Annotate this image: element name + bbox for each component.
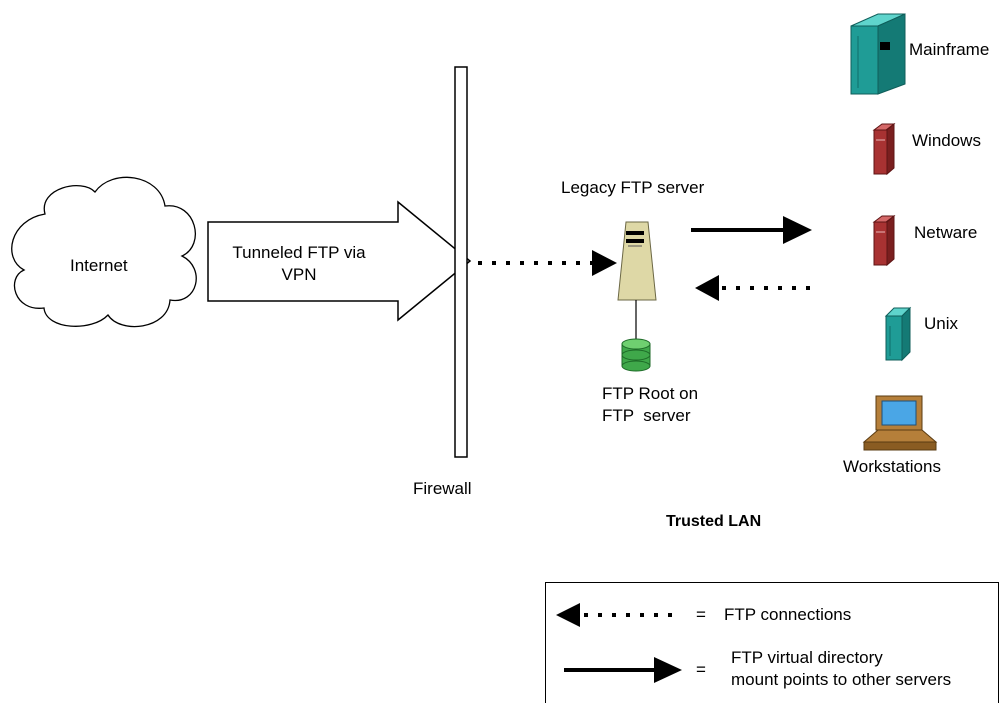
tunnel-label: Tunneled FTP via VPN [224, 242, 374, 286]
unix-label: Unix [924, 314, 959, 333]
legend-mount-line2: mount points to other servers [731, 670, 952, 689]
return-arrowhead [695, 275, 719, 301]
windows-label: Windows [912, 131, 981, 150]
legend-dotted-arrowhead [556, 603, 580, 627]
server-tower-icon [617, 221, 657, 301]
ftp-root-line1: FTP Root on [602, 384, 699, 403]
legend-solid-arrowhead [654, 657, 682, 683]
tunnel-arrow-shape [207, 200, 472, 322]
disk-stack-icon [621, 338, 651, 372]
legend-equals-2: = [696, 660, 706, 679]
firewall-label: Firewall [413, 479, 472, 498]
legend-symbols [556, 603, 682, 683]
mainframe-label: Mainframe [909, 40, 990, 59]
vpn-to-server-arrowhead [592, 250, 617, 276]
ftp-root-label: FTP Root on FTP server [602, 383, 698, 427]
tunnel-label-line2: VPN [281, 265, 317, 284]
legend-connections-label: FTP connections [724, 605, 852, 624]
legend-equals-1: = [696, 605, 706, 624]
legend-mount-label: FTP virtual directory mount points to ot… [731, 647, 951, 691]
unix-server-icon [884, 306, 912, 362]
mount-arrowhead [783, 216, 812, 244]
trusted-lan-label: Trusted LAN [666, 513, 762, 530]
legacy-server-label: Legacy FTP server [561, 178, 705, 197]
netware-server-icon [872, 214, 896, 267]
legend-mount-line1: FTP virtual directory [731, 648, 883, 667]
mainframe-icon [850, 13, 906, 95]
internet-cloud-shape [11, 176, 197, 328]
internet-label: Internet [70, 256, 128, 275]
windows-server-icon [872, 122, 896, 176]
ftp-root-line2: FTP server [602, 406, 691, 425]
workstations-label: Workstations [843, 457, 941, 476]
netware-label: Netware [914, 223, 978, 242]
tunnel-label-line1: Tunneled FTP via [232, 243, 366, 262]
legend-box: = FTP connections = FTP virtual director… [545, 582, 999, 703]
workstation-icon [862, 395, 938, 451]
firewall-bar [454, 66, 468, 458]
